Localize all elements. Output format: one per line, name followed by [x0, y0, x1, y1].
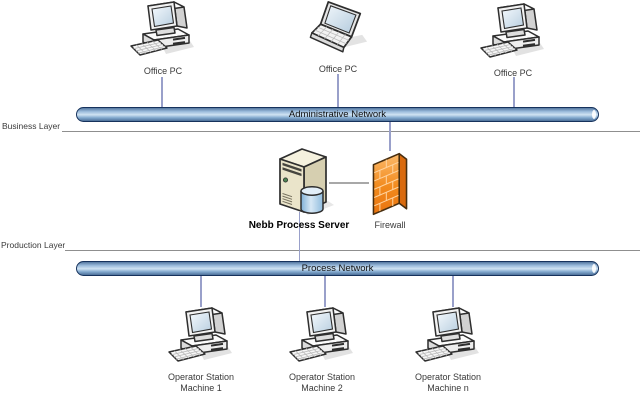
office-pc-node-1: Office PC: [127, 0, 199, 77]
operator-station-label-2-line2: Machine 2: [301, 383, 343, 393]
desktop-pc-icon: [413, 306, 483, 370]
connector-pc1-admin: [161, 77, 163, 108]
operator-station-node-n: Operator Station Machine n: [406, 306, 490, 394]
connector-process-stationn: [452, 276, 454, 307]
operator-station-label-n-line2: Machine n: [427, 383, 469, 393]
process-server-label: Nebb Process Server: [248, 220, 350, 231]
operator-station-label-n-line1: Operator Station: [414, 372, 482, 382]
firewall-node: Firewall: [361, 150, 419, 231]
operator-station-label-2-line1: Operator Station: [288, 372, 356, 382]
connector-admin-firewall: [389, 121, 391, 151]
operator-station-node-2: Operator Station Machine 2: [280, 306, 364, 394]
production-layer-divider: [65, 249, 640, 251]
office-pc-node-2: Office PC: [302, 0, 374, 75]
office-pc-label-1: Office PC: [143, 66, 183, 76]
operator-station-node-1: Operator Station Machine 1: [159, 306, 243, 394]
connector-server-process: [298, 212, 300, 262]
connector-pc2-admin: [337, 74, 339, 108]
administrative-network-bus: Administrative Network: [76, 107, 599, 122]
server-icon: [272, 146, 336, 218]
connector-process-station2: [324, 276, 326, 307]
firewall-label: Firewall: [374, 220, 406, 230]
office-pc-label-2: Office PC: [318, 64, 358, 74]
desktop-pc-icon: [287, 306, 357, 370]
desktop-pc-icon: [478, 2, 548, 66]
business-layer-divider: [62, 130, 640, 132]
process-network-label: Process Network: [301, 263, 374, 274]
office-pc-label-3: Office PC: [493, 68, 533, 78]
operator-station-label-1-line2: Machine 1: [180, 383, 222, 393]
process-server-node: Nebb Process Server: [240, 146, 358, 231]
firewall-icon: [369, 150, 411, 218]
operator-station-label-1-line1: Operator Station: [167, 372, 235, 382]
laptop-icon: [303, 0, 373, 62]
connector-server-firewall: [329, 182, 369, 184]
business-layer-label: Business Layer: [2, 121, 61, 131]
office-pc-node-3: Office PC: [477, 2, 549, 79]
production-layer-label: Production Layer: [1, 240, 66, 250]
desktop-pc-icon: [128, 0, 198, 64]
connector-process-station1: [200, 276, 202, 307]
administrative-network-label: Administrative Network: [288, 109, 387, 120]
desktop-pc-icon: [166, 306, 236, 370]
process-network-bus: Process Network: [76, 261, 599, 276]
connector-pc3-admin: [513, 77, 515, 108]
